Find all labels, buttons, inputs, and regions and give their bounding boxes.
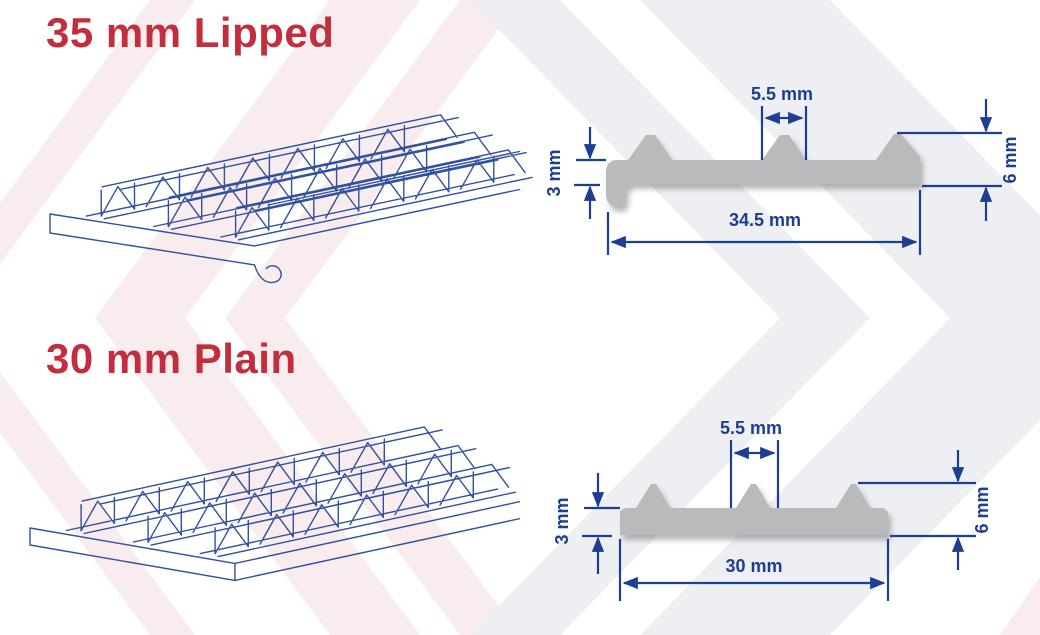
dim-label-thickness: 3 mm <box>544 149 564 196</box>
wireframe-lines <box>49 114 533 266</box>
truss-wireframe-plain <box>29 426 521 582</box>
dim-tick-thickness <box>574 158 606 187</box>
chevron-gray-outer <box>640 0 1040 635</box>
chevron-pink-left <box>95 0 420 635</box>
dim-label-overall-width: 30 mm <box>725 556 782 576</box>
truss-wireframe-lipped <box>49 114 533 284</box>
cross-section-lipped: 5.5 mm 3 mm 34.5 mm 6 mm <box>544 84 1020 255</box>
lipped-profile-shape <box>606 134 920 207</box>
plain-profile-shape <box>620 484 888 535</box>
dim-label-thickness: 3 mm <box>552 497 572 544</box>
dim-ext-rib <box>729 440 780 508</box>
section-title-plain: 30 mm Plain <box>46 335 297 382</box>
dim-ext-rib <box>760 106 808 160</box>
dim-label-overall-height: 6 mm <box>972 486 992 533</box>
dim-ext-overall-width <box>606 190 922 255</box>
chevron-pink-small <box>0 0 195 635</box>
chevron-pink-corner <box>1000 577 1040 635</box>
dim-label-rib-width: 5.5 mm <box>751 84 813 104</box>
dim-tick-thickness <box>582 506 620 538</box>
wireframe-lines <box>29 426 521 582</box>
dim-label-rib-width: 5.5 mm <box>720 418 782 438</box>
dim-label-overall-height: 6 mm <box>1000 136 1020 183</box>
cross-section-plain: 5.5 mm 3 mm 30 mm 6 mm <box>552 418 992 601</box>
chevron-pink-mid <box>225 0 520 635</box>
dim-tick-overall-height <box>858 481 976 538</box>
dim-label-overall-width: 34.5 mm <box>729 210 801 230</box>
dim-ext-overall-width <box>618 539 890 601</box>
section-title-lipped: 35 mm Lipped <box>46 9 335 56</box>
lip-curl-line <box>253 264 282 284</box>
dim-tick-overall-height <box>897 131 1002 188</box>
